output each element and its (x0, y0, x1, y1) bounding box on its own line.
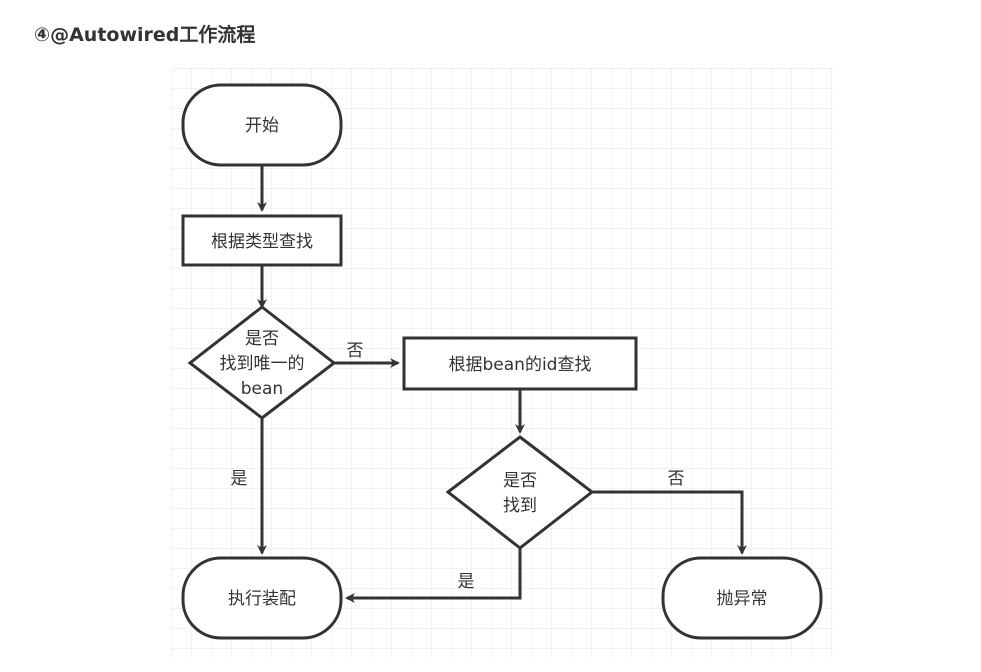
edge-label-found-yes: 是 (458, 572, 475, 592)
find-by-type-label: 根据类型查找 (211, 232, 313, 252)
unique-question-line-2: 找到唯一的 (220, 354, 305, 374)
find-by-id-label: 根据bean的id查找 (449, 355, 592, 375)
find-by-id-node (402, 336, 638, 391)
found-question-line-2: 找到 (503, 496, 537, 516)
unique-question-line-1: 是否 (245, 329, 279, 349)
assemble-node (181, 556, 343, 640)
assemble-label: 执行装配 (228, 589, 296, 609)
start-node (181, 83, 343, 167)
unique-bean-decision (187, 305, 337, 420)
found-decision (445, 435, 595, 550)
unique-question-line-3: bean (241, 379, 283, 399)
find-by-type-node (181, 214, 343, 267)
edge-found-yes (345, 548, 522, 603)
edge-label-found-no: 否 (668, 469, 685, 489)
page-title: ④@Autowired工作流程 (34, 24, 256, 46)
start-label: 开始 (245, 116, 279, 136)
edge-found-no (592, 490, 747, 555)
throw-label: 抛异常 (717, 589, 768, 609)
edge-label-unique-yes: 是 (231, 469, 248, 489)
edge-label-unique-no: 否 (347, 341, 364, 361)
found-question-line-1: 是否 (503, 471, 537, 491)
throw-node (661, 556, 823, 640)
